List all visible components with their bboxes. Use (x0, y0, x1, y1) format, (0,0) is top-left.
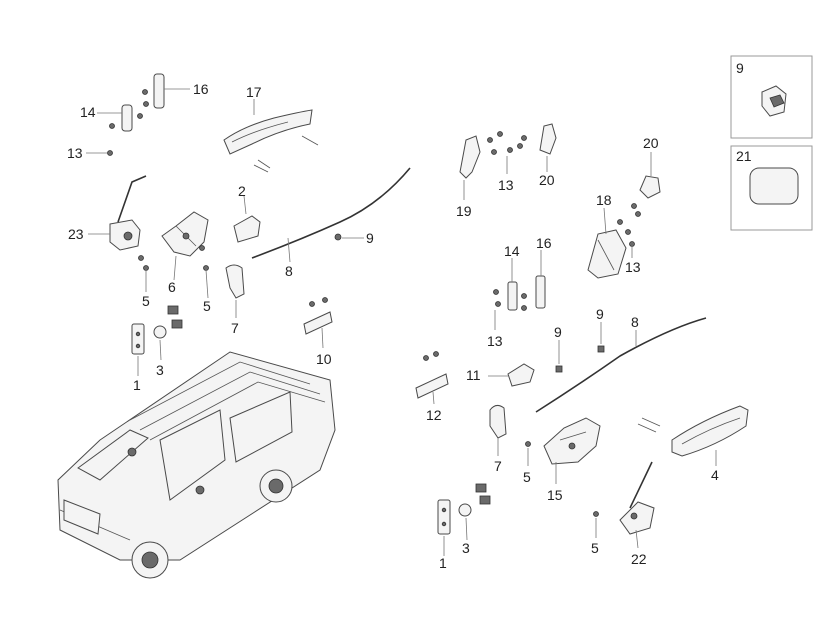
callout-18: 18 (596, 192, 612, 208)
clips-9-right (555, 322, 605, 373)
callout-12: 12 (426, 407, 442, 423)
handle-7-left (225, 264, 245, 318)
callout-7-right: 7 (494, 458, 502, 474)
callout-23: 23 (68, 226, 84, 242)
cable-8-right (535, 317, 707, 413)
callout-2: 2 (238, 183, 246, 199)
striker-1-left (131, 323, 145, 376)
cable-8-left (251, 167, 411, 263)
callout-9-right-b: 9 (596, 306, 604, 322)
callout-17: 17 (246, 84, 262, 100)
callout-16-left: 16 (193, 81, 209, 97)
latch-15 (525, 417, 601, 484)
inset-part-9: 9 (730, 55, 813, 139)
inner-handle-11 (488, 363, 535, 387)
outer-handle-4 (637, 405, 749, 466)
callout-5-right-a: 5 (523, 469, 531, 485)
inset-part-21: 21 (730, 145, 813, 231)
outer-handle-17 (223, 99, 319, 173)
callout-14-right: 14 (504, 243, 520, 259)
callout-11: 11 (466, 367, 481, 383)
hinge-assembly-mid-right (493, 250, 546, 330)
van-illustration (57, 351, 336, 579)
hinge-20-lower (631, 152, 661, 217)
callout-7-left: 7 (231, 320, 239, 336)
hinge-18 (587, 207, 635, 279)
callout-1-left: 1 (133, 377, 141, 393)
bolts-13-upper-right (506, 135, 527, 174)
callout-1-right: 1 (439, 555, 447, 571)
rear-latch-23 (88, 175, 149, 292)
callout-13-mid-right: 13 (487, 333, 503, 349)
callout-20-lower: 20 (643, 135, 659, 151)
callout-22: 22 (631, 551, 647, 567)
bracket-10 (303, 297, 333, 349)
bolt-3-left (153, 305, 183, 361)
rear-latch-22 (593, 461, 655, 549)
hinge-19 (459, 131, 503, 200)
hinge-20-upper (539, 123, 557, 172)
callout-9-right-a: 9 (554, 324, 562, 340)
striker-1-right (437, 499, 451, 556)
handle-7-right (489, 404, 507, 456)
callout-13-left: 13 (67, 145, 83, 161)
callout-6: 6 (168, 279, 176, 295)
callout-5-right-b: 5 (591, 540, 599, 556)
callout-13-right: 13 (625, 259, 641, 275)
callout-16-right: 16 (536, 235, 552, 251)
callout-8-right: 8 (631, 314, 639, 330)
callout-3-left: 3 (156, 362, 164, 378)
callout-14-left: 14 (80, 104, 96, 120)
bracket-12 (415, 351, 449, 405)
callout-19: 19 (456, 203, 472, 219)
callout-13-upper-right: 13 (498, 177, 514, 193)
callout-20-upper: 20 (539, 172, 555, 188)
bolt-3-right (458, 483, 491, 541)
callout-10: 10 (316, 351, 332, 367)
callout-8-left: 8 (285, 263, 293, 279)
callout-4: 4 (711, 467, 719, 483)
pad-icon (749, 167, 799, 205)
callout-15: 15 (547, 487, 563, 503)
callout-21: 21 (736, 148, 752, 164)
callout-3-right: 3 (462, 540, 470, 556)
callout-5-left-a: 5 (142, 293, 150, 309)
inner-handle-2 (233, 195, 261, 243)
latch-6 (161, 211, 209, 299)
callout-5-left-b: 5 (203, 298, 211, 314)
callout-9-left: 9 (366, 230, 374, 246)
callout-9-inset: 9 (736, 60, 744, 76)
hinge-assembly-upper-left (86, 73, 190, 156)
